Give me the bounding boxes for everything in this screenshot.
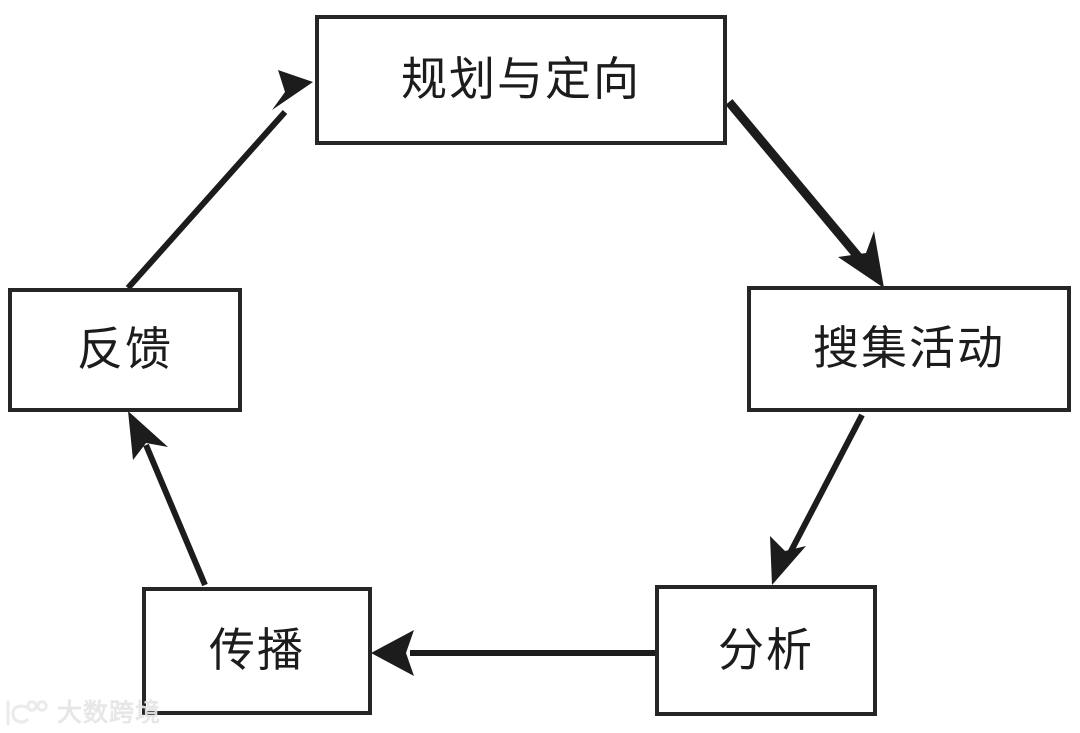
node-plan-and-direction[interactable]: 规划与定向 <box>315 15 727 145</box>
node-analysis[interactable]: 分析 <box>655 585 877 716</box>
node-dissemination[interactable]: 传播 <box>142 587 372 715</box>
edge-feedback-to-plan <box>125 70 313 290</box>
node-label: 传播 <box>209 625 305 676</box>
edge-collect-to-analyze <box>770 413 865 585</box>
watermark-text: 大数跨境 <box>57 698 162 727</box>
logo-mark-icon <box>6 700 48 726</box>
watermark: 大数跨境 <box>4 694 161 732</box>
node-feedback[interactable]: 反馈 <box>8 288 242 412</box>
edge-analyze-to-dissem <box>371 630 655 676</box>
node-collection-activity[interactable]: 搜集活动 <box>747 286 1071 412</box>
node-label: 反馈 <box>77 324 173 375</box>
edge-plan-to-collect <box>725 99 884 288</box>
node-label: 规划与定向 <box>401 54 641 105</box>
node-label: 分析 <box>718 624 814 676</box>
node-label: 搜集活动 <box>813 323 1005 374</box>
edge-dissem-to-feedback <box>128 411 208 587</box>
